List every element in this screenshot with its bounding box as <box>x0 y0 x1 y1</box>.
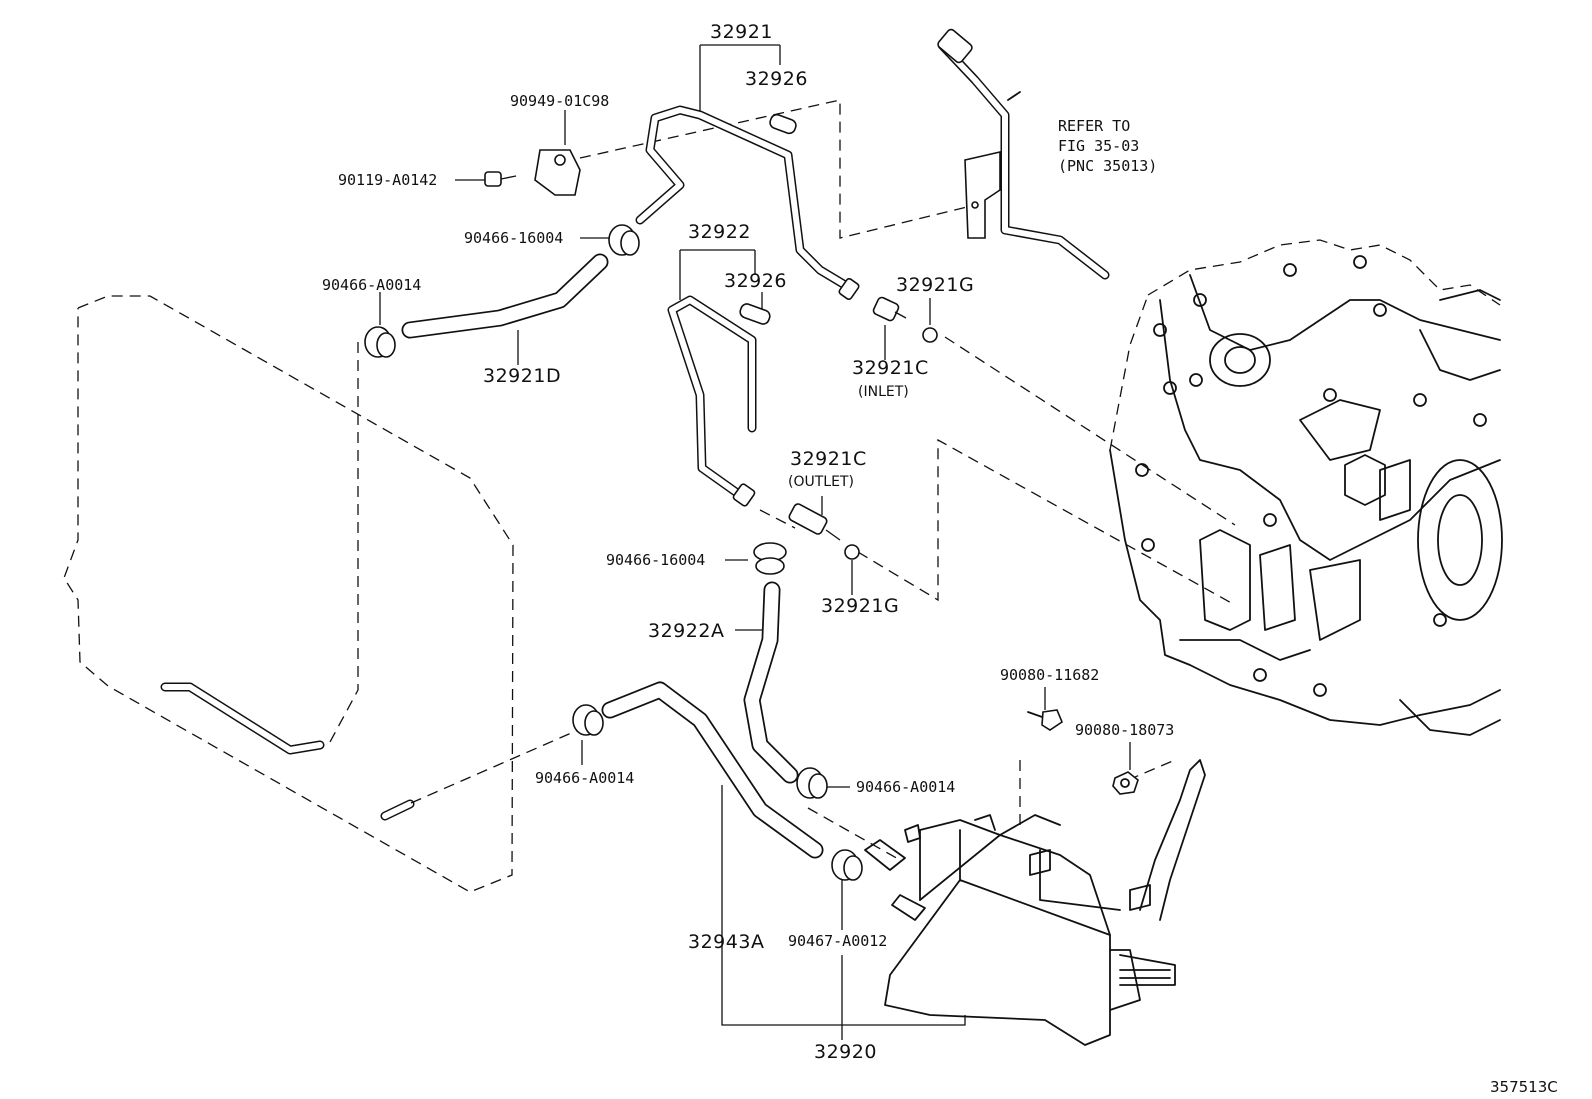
label-90466-16004-top: 90466-16004 <box>464 229 563 247</box>
label-90466-A0014-right: 90466-A0014 <box>856 778 955 796</box>
figure-code: 357513C <box>1490 1078 1558 1096</box>
leader-lines <box>329 99 1236 861</box>
label-leaders <box>379 44 1131 1040</box>
refer-note-line1: REFER TO <box>1058 117 1130 135</box>
oil-cooler-32920 <box>864 759 1206 1046</box>
label-32926-mid: 32926 <box>724 270 787 292</box>
label-32921C-outlet: 32921C <box>790 448 867 470</box>
label-32921D: 32921D <box>483 365 561 387</box>
label-90119-A0142: 90119-A0142 <box>338 171 437 189</box>
radiator-outline <box>63 295 514 893</box>
label-90466-A0014-bottom: 90466-A0014 <box>535 769 634 787</box>
pipe-32921 <box>635 105 860 301</box>
label-90949-01C98: 90949-01C98 <box>510 92 609 110</box>
dipstick-tube <box>937 28 1110 280</box>
label-90080-11682: 90080-11682 <box>1000 666 1099 684</box>
label-90080-18073: 90080-18073 <box>1075 721 1174 739</box>
label-32926-top: 32926 <box>745 68 808 90</box>
label-32922A: 32922A <box>648 620 724 642</box>
hose-32921D <box>401 253 609 339</box>
transmission-housing <box>1109 239 1503 736</box>
label-32921C-inlet: 32921C <box>852 357 929 379</box>
label-90466-16004-mid: 90466-16004 <box>606 551 705 569</box>
clamps <box>364 224 863 881</box>
label-32943A: 32943A <box>688 931 764 953</box>
label-32922: 32922 <box>688 221 751 243</box>
refer-note-line2: FIG 35-03 <box>1058 137 1139 155</box>
label-90467-A0012: 90467-A0012 <box>788 932 887 950</box>
unions-and-gaskets <box>788 296 938 560</box>
hose-32922A <box>743 581 799 784</box>
label-outlet-note: (OUTLET) <box>788 474 854 490</box>
bracket-and-bolt <box>484 149 581 196</box>
label-32921: 32921 <box>710 21 773 43</box>
label-90466-A0014-left: 90466-A0014 <box>322 276 421 294</box>
hose-32943A <box>601 681 824 859</box>
bolts-90080 <box>1027 709 1139 795</box>
label-inlet-note: (INLET) <box>858 384 909 400</box>
pipe-32922 <box>667 295 771 507</box>
labels: 32921 32926 90949-01C98 90119-A0142 9046… <box>322 21 1558 1096</box>
refer-note-line3: (PNC 35013) <box>1058 157 1157 175</box>
label-32921G-top: 32921G <box>896 274 974 296</box>
label-32921G-bottom: 32921G <box>821 595 899 617</box>
label-32920: 32920 <box>814 1041 877 1063</box>
